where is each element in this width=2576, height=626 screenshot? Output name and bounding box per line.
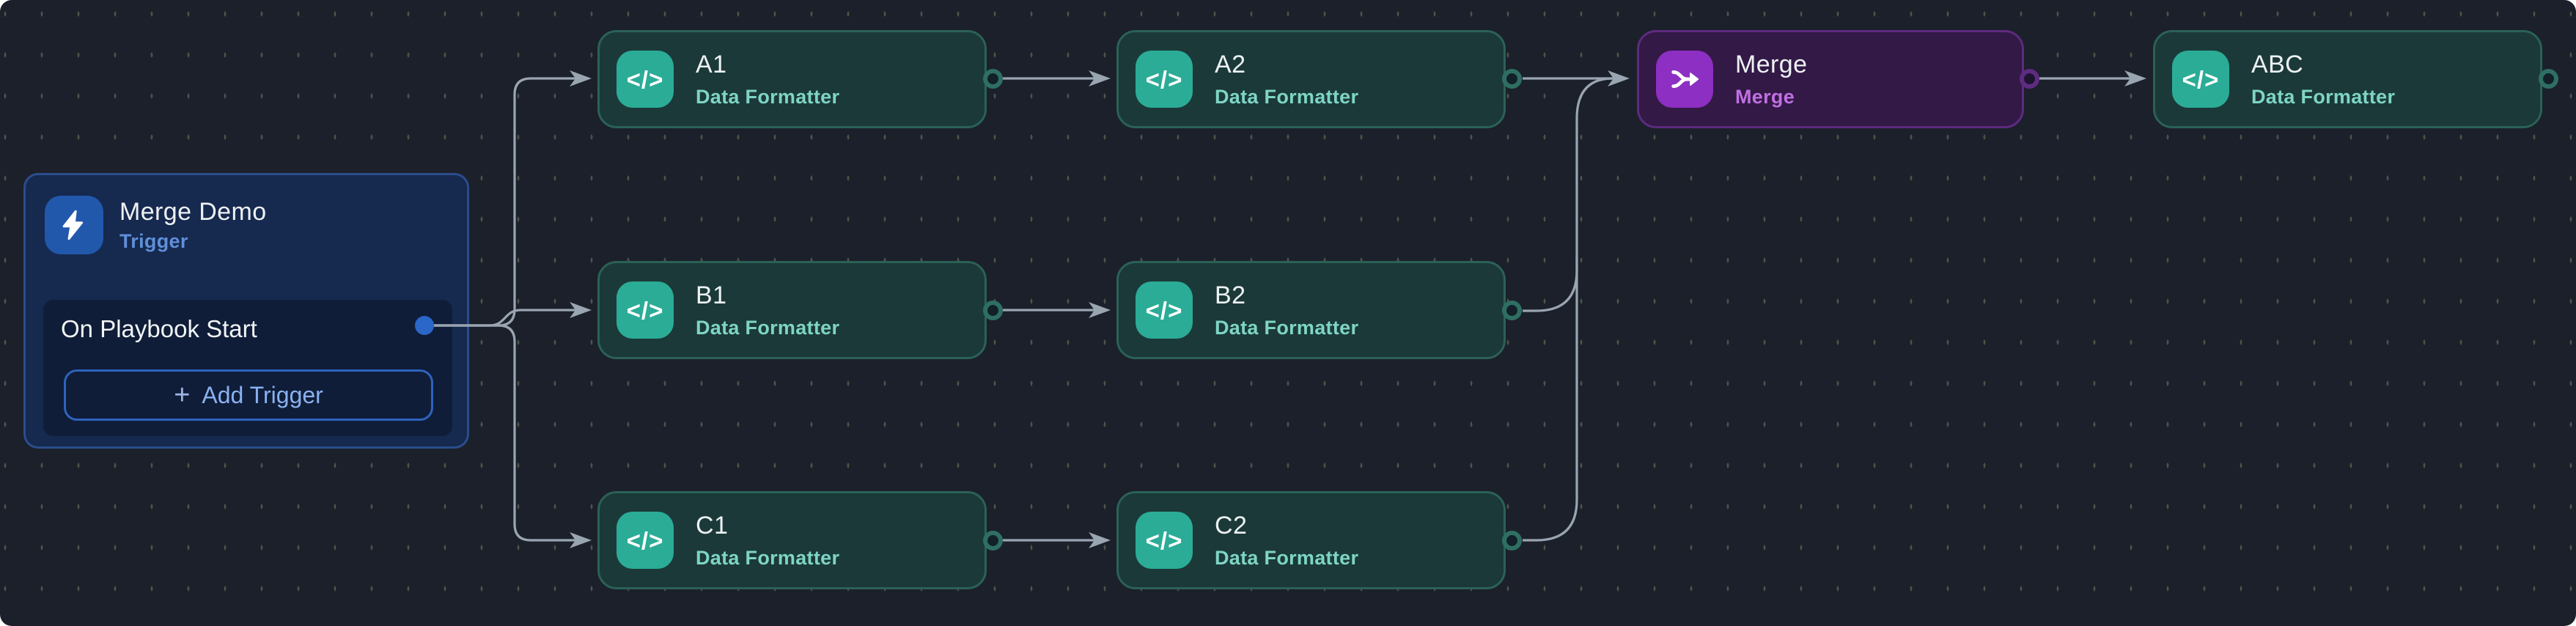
arrowhead-a1 — [570, 70, 592, 86]
node-merge[interactable]: Merge Merge — [1637, 30, 2024, 128]
node-b1[interactable]: </> B1 Data Formatter — [597, 261, 987, 359]
node-b2[interactable]: </> B2 Data Formatter — [1116, 261, 1506, 359]
add-trigger-button-label: Add Trigger — [202, 381, 323, 408]
node-subtitle: Data Formatter — [1215, 316, 1359, 339]
arrowhead-c1 — [570, 532, 592, 548]
output-port-b1[interactable] — [983, 301, 1003, 320]
edge-b2-merge — [1523, 257, 1578, 312]
node-title: C1 — [696, 511, 729, 540]
node-subtitle: Data Formatter — [696, 85, 840, 108]
node-a1[interactable]: </> A1 Data Formatter — [597, 30, 987, 128]
output-port-b2[interactable] — [1502, 301, 1522, 320]
node-title: C2 — [1215, 511, 1248, 540]
trigger-card-type-label: Trigger — [119, 230, 188, 252]
plus-icon: + — [174, 380, 191, 410]
output-port-a2[interactable] — [1502, 69, 1522, 89]
node-abc[interactable]: </> ABC Data Formatter — [2153, 30, 2542, 128]
output-port-c1[interactable] — [983, 531, 1003, 550]
code-icon: </> — [617, 51, 674, 108]
code-icon: </> — [617, 512, 674, 569]
code-icon: </> — [1136, 51, 1193, 108]
node-title: B1 — [696, 281, 727, 309]
node-subtitle: Data Formatter — [696, 546, 840, 569]
output-port-c2[interactable] — [1502, 531, 1522, 550]
arrowhead-b2 — [1089, 302, 1111, 318]
edge-c2-merge — [1523, 77, 1613, 542]
node-title: A1 — [696, 50, 727, 78]
node-title: B2 — [1215, 281, 1246, 309]
output-port-abc[interactable] — [2539, 69, 2558, 89]
node-a2[interactable]: </> A2 Data Formatter — [1116, 30, 1506, 128]
merge-icon — [1656, 51, 1713, 108]
code-icon: </> — [2172, 51, 2229, 108]
node-title: ABC — [2251, 50, 2304, 78]
arrowhead-b1 — [570, 302, 592, 318]
node-subtitle: Data Formatter — [1215, 546, 1359, 569]
node-title: Merge — [1735, 50, 1808, 78]
lightning-bolt-icon — [45, 196, 103, 254]
node-subtitle: Merge — [1735, 85, 1795, 108]
node-subtitle: Data Formatter — [1215, 85, 1359, 108]
output-port-a1[interactable] — [983, 69, 1003, 89]
code-icon: </> — [617, 281, 674, 339]
arrowhead-abc — [2124, 70, 2146, 86]
trigger-card[interactable]: Merge Demo Trigger On Playbook Start + A… — [23, 173, 469, 449]
arrowhead-merge — [1608, 70, 1630, 86]
node-c1[interactable]: </> C1 Data Formatter — [597, 491, 987, 589]
node-c2[interactable]: </> C2 Data Formatter — [1116, 491, 1506, 589]
trigger-output-port[interactable] — [415, 316, 434, 335]
add-trigger-button[interactable]: + Add Trigger — [64, 369, 433, 421]
node-subtitle: Data Formatter — [2251, 85, 2396, 108]
node-subtitle: Data Formatter — [696, 316, 840, 339]
node-title: A2 — [1215, 50, 1246, 78]
trigger-card-title: Merge Demo — [119, 198, 267, 226]
trigger-list-panel: On Playbook Start + Add Trigger — [43, 300, 452, 436]
arrowhead-c2 — [1089, 532, 1111, 548]
trigger-row-label[interactable]: On Playbook Start — [61, 315, 257, 342]
output-port-merge[interactable] — [2020, 69, 2039, 89]
arrowhead-a2 — [1089, 70, 1111, 86]
code-icon: </> — [1136, 512, 1193, 569]
code-icon: </> — [1136, 281, 1193, 339]
